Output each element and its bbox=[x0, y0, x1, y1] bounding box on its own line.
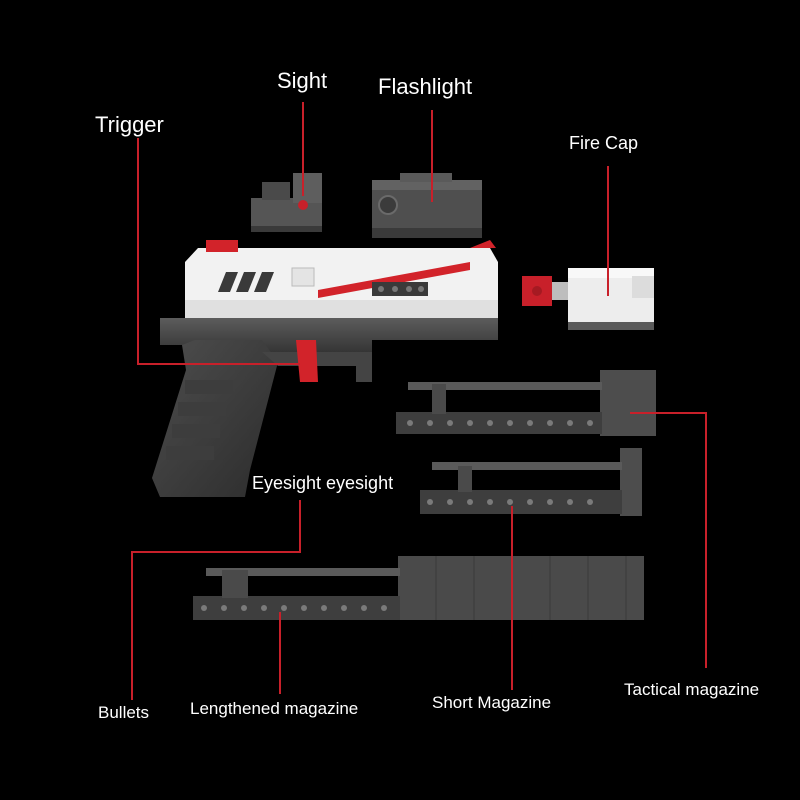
sight-label: Sight bbox=[277, 68, 328, 93]
trigger-leader-line bbox=[137, 138, 300, 365]
leader-lines bbox=[131, 102, 707, 700]
tactical-magazine-label: Tactical magazine bbox=[624, 680, 760, 699]
bullets-leader-line bbox=[131, 500, 301, 700]
fire-cap-part bbox=[522, 268, 654, 330]
tactical-magazine-leader-line bbox=[630, 412, 707, 668]
short-magazine-part bbox=[420, 448, 642, 516]
trigger-label: Trigger bbox=[95, 112, 164, 137]
short-magazine-label: Short Magazine bbox=[432, 693, 552, 712]
tactical-magazine-part bbox=[396, 370, 656, 436]
lengthened-magazine-label: Lengthened magazine bbox=[190, 699, 359, 718]
fire-cap-label: Fire Cap bbox=[569, 133, 639, 153]
eyesight-label: Eyesight eyesight bbox=[252, 473, 394, 493]
flashlight-label: Flashlight bbox=[378, 74, 473, 99]
flashlight-part bbox=[372, 173, 482, 238]
pistol-frame bbox=[152, 240, 498, 497]
sight-part bbox=[251, 173, 322, 232]
bullets-label: Bullets bbox=[98, 703, 150, 722]
lengthened-magazine-part bbox=[193, 556, 644, 620]
